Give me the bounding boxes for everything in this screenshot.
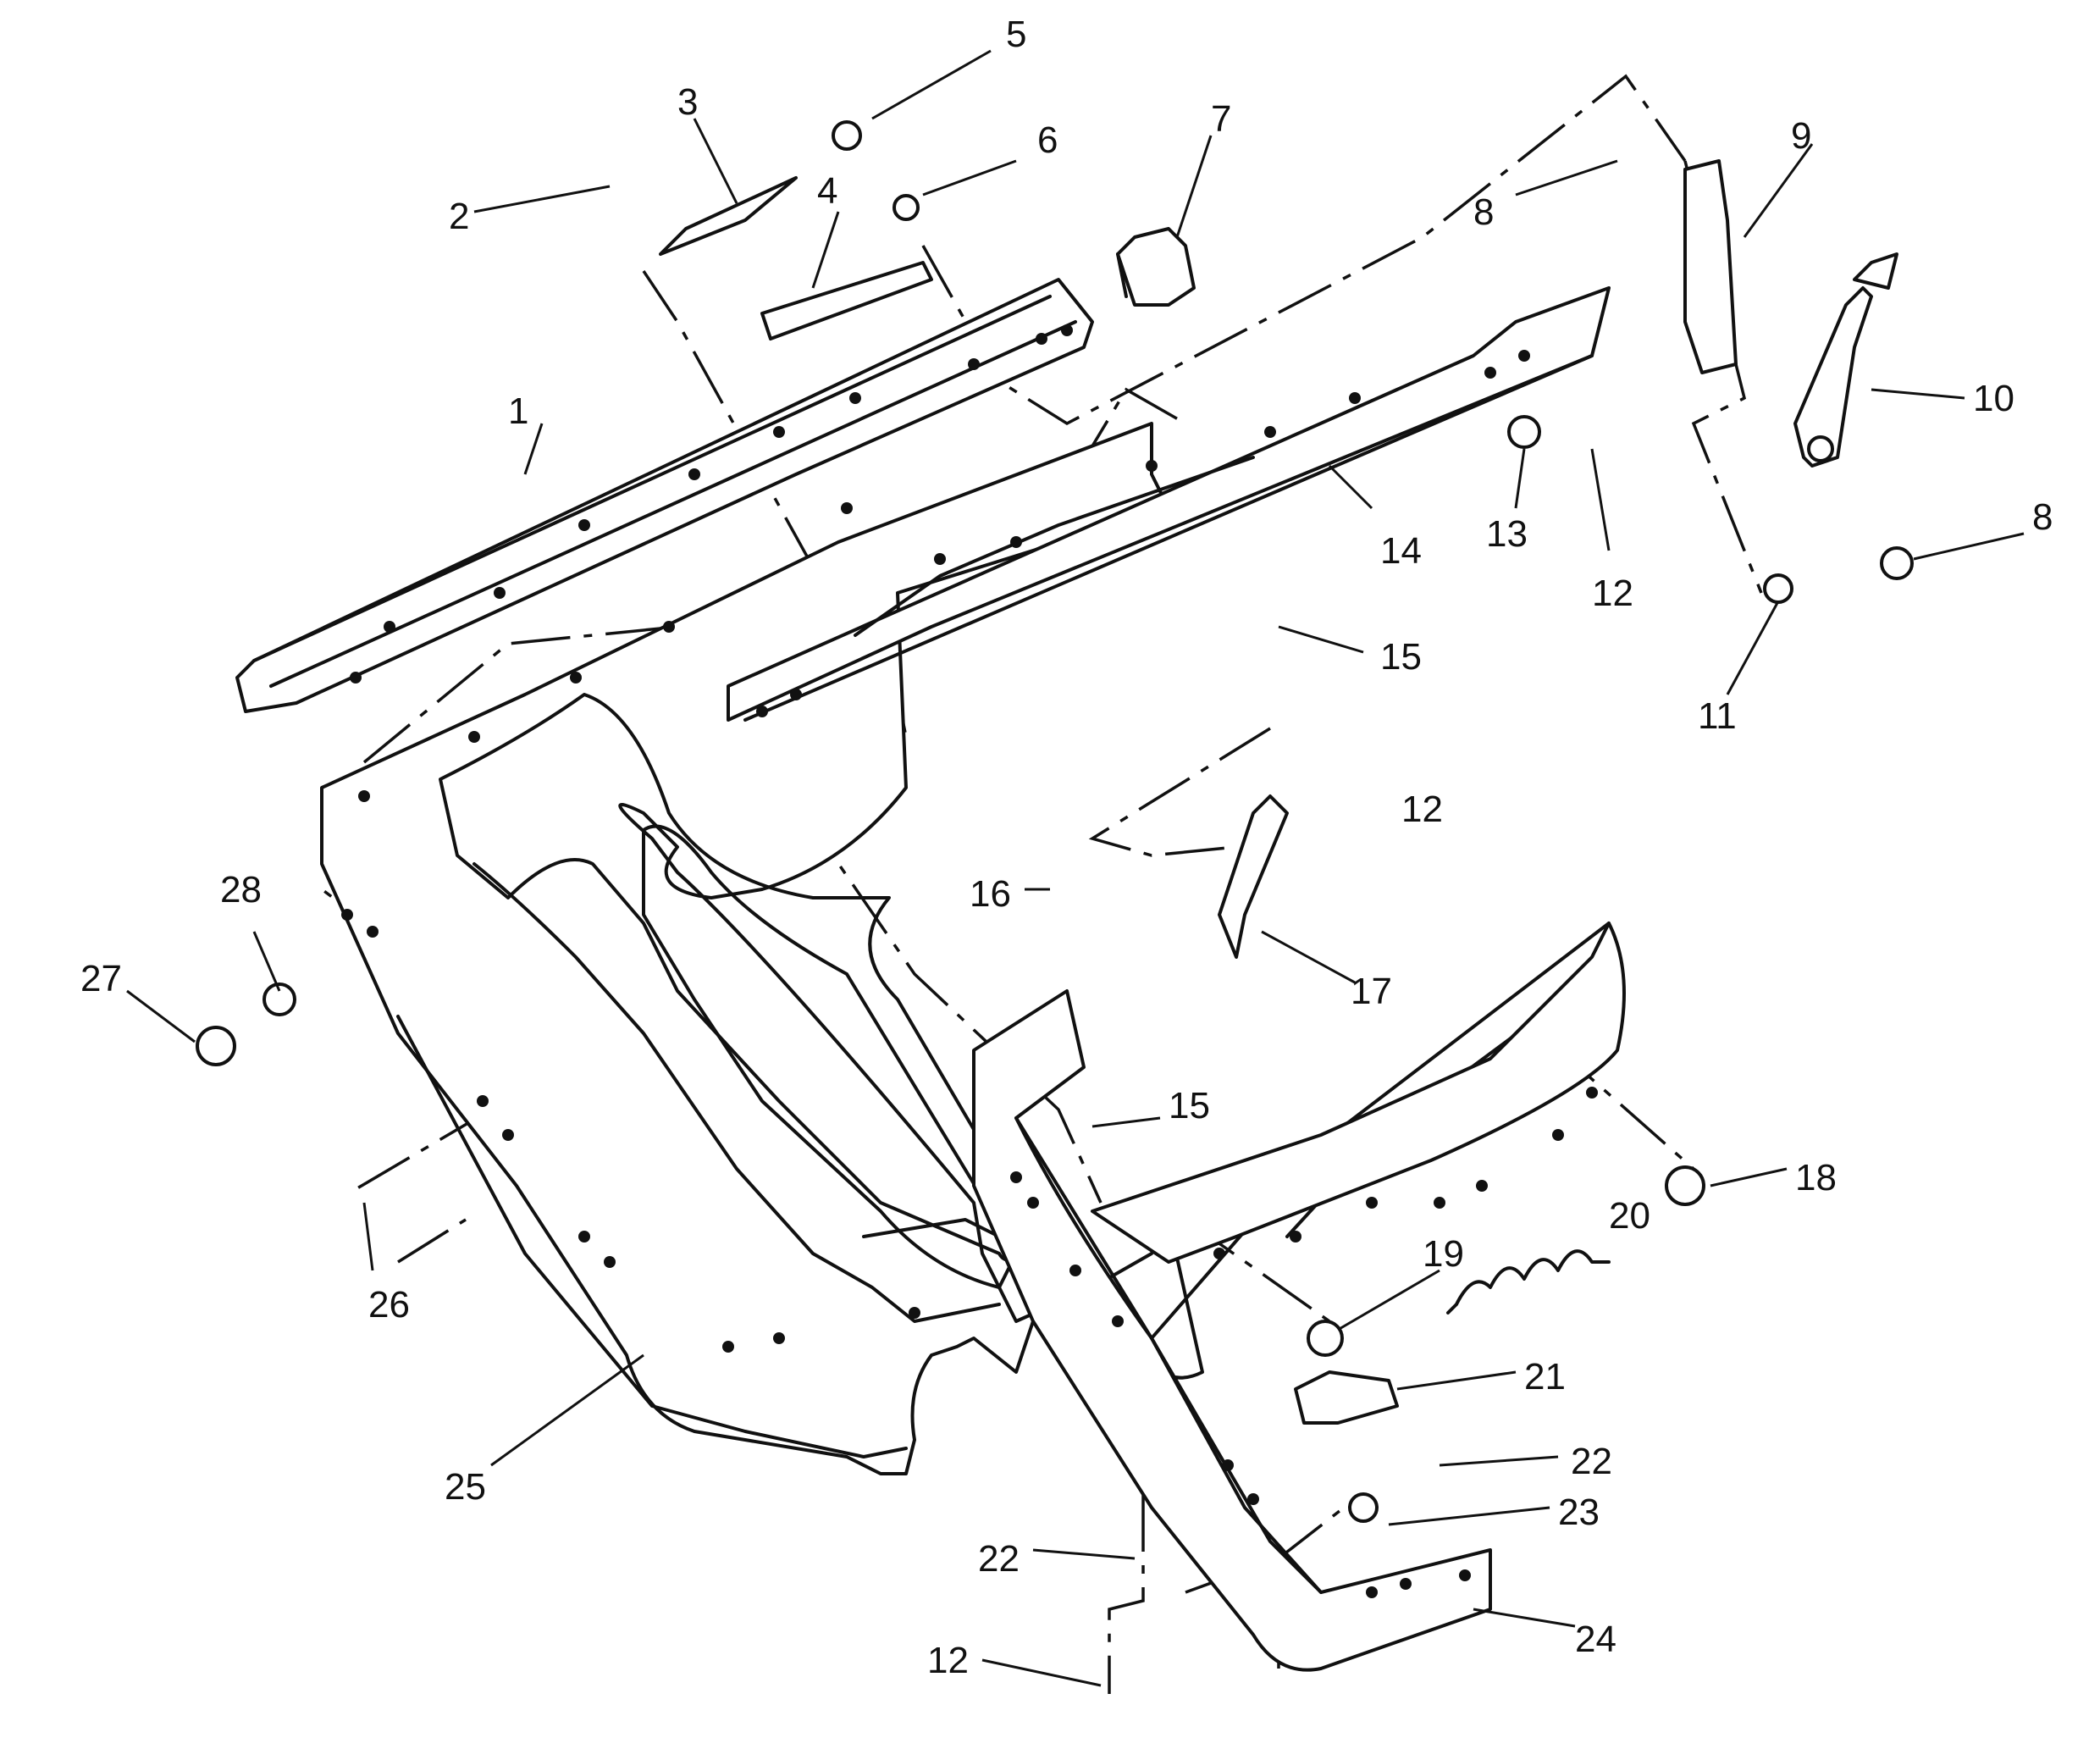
- cap-part-18: [1665, 1165, 1705, 1206]
- callout-25: 25: [445, 1466, 486, 1508]
- callout-28: 28: [220, 869, 262, 910]
- hinge-link-part-10: [1793, 252, 1898, 468]
- grommet-part-28: [262, 982, 296, 1016]
- callout-2: 2: [449, 196, 469, 237]
- callout-12a: 12: [1592, 573, 1633, 614]
- body-pan-part-25: [320, 422, 1204, 1475]
- callout-8a: 8: [1473, 191, 1494, 233]
- callout-18: 18: [1795, 1157, 1837, 1198]
- bolt-part-23: [1348, 1492, 1379, 1523]
- callout-10: 10: [1973, 378, 2014, 419]
- nut-part-13: [1507, 415, 1541, 449]
- callout-11: 11: [1698, 695, 1737, 737]
- callout-labels: 1 2 3 4 5 6 7 8 9 10 8 11 12 13 14 15 16…: [80, 14, 2053, 1681]
- nut-part-11: [1763, 573, 1793, 604]
- cap-part-8: [1880, 546, 1914, 580]
- spring-part-20: [1446, 1249, 1611, 1315]
- callout-21: 21: [1524, 1356, 1566, 1398]
- callout-3: 3: [677, 81, 698, 123]
- callout-22a: 22: [1571, 1441, 1612, 1482]
- mounting-holes: [341, 324, 1598, 1598]
- callout-24: 24: [1575, 1619, 1616, 1660]
- callout-14: 14: [1380, 530, 1422, 572]
- bumper-rail-part-1: [235, 278, 1094, 713]
- callout-26: 26: [368, 1284, 410, 1326]
- callout-9: 9: [1791, 115, 1811, 157]
- bracket-part-7: [1116, 227, 1196, 307]
- cap-part-27: [196, 1026, 236, 1066]
- callout-16: 16: [970, 873, 1011, 915]
- nut-part-5: [832, 120, 862, 151]
- callout-13: 13: [1486, 513, 1528, 555]
- callout-5: 5: [1006, 14, 1026, 55]
- washer-part-6: [892, 194, 920, 221]
- leader-lines: [126, 49, 2025, 1687]
- callout-4: 4: [817, 170, 837, 212]
- callout-7: 7: [1211, 98, 1231, 140]
- callout-1: 1: [508, 390, 528, 432]
- callout-22b: 22: [978, 1538, 1020, 1580]
- callout-27: 27: [80, 958, 122, 999]
- brace-rail-part-14: [727, 286, 1611, 722]
- cap-part-19: [1307, 1320, 1344, 1357]
- callout-15a: 15: [1380, 636, 1422, 678]
- plate-part-3: [659, 176, 798, 256]
- callout-17: 17: [1351, 971, 1392, 1012]
- side-panel: [1091, 922, 1626, 1264]
- strap-part-17: [1218, 794, 1289, 959]
- callout-6: 6: [1037, 119, 1058, 161]
- callout-15b: 15: [1169, 1085, 1210, 1126]
- callout-8b: 8: [2032, 496, 2053, 538]
- callout-12c: 12: [927, 1640, 969, 1681]
- callout-12b: 12: [1401, 789, 1443, 830]
- strip-part-4: [760, 261, 933, 340]
- hardware: [196, 120, 1914, 1523]
- callout-19: 19: [1423, 1233, 1464, 1275]
- plate-part-21: [1294, 1370, 1399, 1425]
- callout-20: 20: [1609, 1195, 1650, 1237]
- bracket-part-9: [1683, 159, 1738, 374]
- callout-23: 23: [1558, 1492, 1600, 1533]
